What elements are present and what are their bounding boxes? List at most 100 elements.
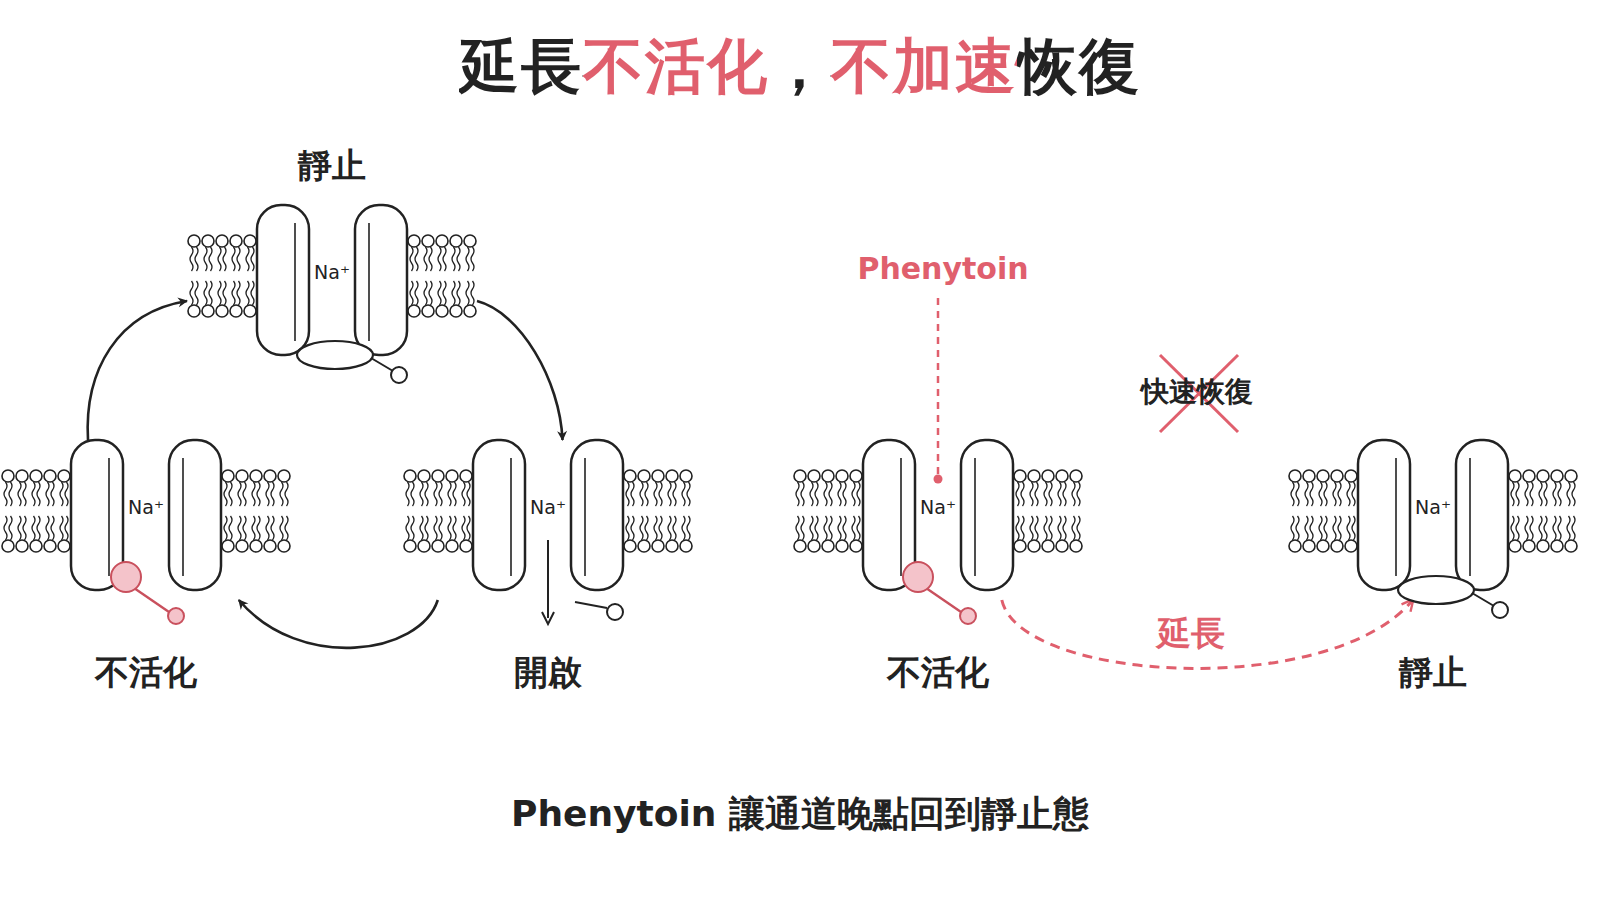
lipid-tail bbox=[852, 482, 855, 506]
lipid-head bbox=[464, 235, 476, 247]
lipid-tail bbox=[429, 281, 432, 305]
lipid-head bbox=[16, 540, 28, 552]
sodium-channel bbox=[1288, 440, 1578, 600]
lipid-tail bbox=[462, 516, 465, 540]
lipid-tail bbox=[425, 482, 428, 506]
sodium-channel bbox=[187, 205, 477, 365]
lipid-tail bbox=[1333, 482, 1336, 506]
sodium-channel bbox=[1, 440, 291, 600]
lipid-tail bbox=[668, 516, 671, 540]
lipid-tail bbox=[438, 247, 441, 271]
lipid-tail bbox=[824, 482, 827, 506]
lipid-tail bbox=[1077, 482, 1080, 506]
lipid-head bbox=[460, 540, 472, 552]
lipid-tail bbox=[4, 516, 7, 540]
lipid-tail bbox=[1352, 516, 1355, 540]
gate-ball bbox=[607, 604, 623, 620]
lipid-head bbox=[1331, 540, 1343, 552]
lipid-head bbox=[450, 235, 462, 247]
ion-label: Na⁺ bbox=[1288, 496, 1578, 519]
lipid-tail bbox=[1072, 482, 1075, 506]
lipid-head bbox=[408, 305, 420, 317]
lipid-tail bbox=[237, 247, 240, 271]
lipid-tail bbox=[243, 482, 246, 506]
lipid-tail bbox=[453, 482, 456, 506]
lipid-tail bbox=[659, 482, 662, 506]
lipid-tail bbox=[626, 482, 629, 506]
lipid-tail bbox=[1296, 482, 1299, 506]
lipid-tail bbox=[1030, 482, 1033, 506]
lipid-head bbox=[1345, 470, 1357, 482]
lipid-tail bbox=[462, 482, 465, 506]
lipid-head bbox=[188, 235, 200, 247]
lipid-tail bbox=[410, 247, 413, 271]
transition-arrow bbox=[1002, 600, 1413, 668]
gate-linker bbox=[1472, 593, 1494, 606]
lipid-tail bbox=[60, 482, 63, 506]
lipid-tail bbox=[190, 247, 193, 271]
lipid-tail bbox=[1035, 482, 1038, 506]
lipid-tail bbox=[60, 516, 63, 540]
lipid-head bbox=[230, 305, 242, 317]
lipid-head bbox=[222, 470, 234, 482]
lipid-tail bbox=[1063, 482, 1066, 506]
sodium-flow-head bbox=[542, 612, 554, 624]
lipid-tail bbox=[857, 516, 860, 540]
lipid-tail bbox=[1058, 482, 1061, 506]
lipid-head bbox=[422, 305, 434, 317]
gate-ball bbox=[1492, 602, 1508, 618]
lipid-tail bbox=[415, 281, 418, 305]
lipid-head bbox=[264, 470, 276, 482]
subunit-inner-edge bbox=[182, 458, 184, 576]
lipid-tail bbox=[467, 516, 470, 540]
subunit-inner-edge bbox=[510, 458, 512, 576]
lipid-head bbox=[188, 305, 200, 317]
lipid-tail bbox=[1044, 516, 1047, 540]
lipid-head bbox=[278, 470, 290, 482]
lipid-tail bbox=[23, 482, 26, 506]
lipid-tail bbox=[438, 281, 441, 305]
lipid-tail bbox=[51, 482, 54, 506]
lipid-tail bbox=[32, 516, 35, 540]
lipid-head bbox=[794, 540, 806, 552]
lipid-head bbox=[44, 540, 56, 552]
channel-subunit bbox=[473, 440, 525, 590]
inactivation-gate bbox=[297, 341, 373, 369]
lipid-tail bbox=[1530, 516, 1533, 540]
lipid-tail bbox=[1558, 516, 1561, 540]
lipid-head bbox=[422, 235, 434, 247]
lipid-head bbox=[624, 470, 636, 482]
lipid-tail bbox=[65, 516, 68, 540]
lipid-tail bbox=[18, 482, 21, 506]
lipid-tail bbox=[266, 482, 269, 506]
diagram-title: 延長不活化，不加速恢復 bbox=[459, 30, 1141, 102]
lipid-tail bbox=[1310, 482, 1313, 506]
lipid-tail bbox=[1516, 482, 1519, 506]
lipid-tail bbox=[1338, 516, 1341, 540]
lipid-tail bbox=[252, 482, 255, 506]
lipid-head bbox=[2, 540, 14, 552]
lipid-head bbox=[250, 470, 262, 482]
lipid-tail bbox=[285, 482, 288, 506]
gate-linker bbox=[575, 602, 607, 608]
lipid-tail bbox=[46, 482, 49, 506]
lipid-head bbox=[836, 540, 848, 552]
lipid-head bbox=[1042, 540, 1054, 552]
lipid-tail bbox=[1558, 482, 1561, 506]
subunit-inner-edge bbox=[368, 223, 370, 341]
lipid-tail bbox=[1324, 516, 1327, 540]
lipid-tail bbox=[406, 516, 409, 540]
lipid-tail bbox=[204, 247, 207, 271]
lipid-tail bbox=[1021, 516, 1024, 540]
state-label: 靜止 bbox=[132, 145, 532, 186]
lipid-tail bbox=[452, 281, 455, 305]
lipid-tail bbox=[424, 247, 427, 271]
lipid-tail bbox=[1319, 482, 1322, 506]
lipid-tail bbox=[810, 482, 813, 506]
lipid-tail bbox=[687, 482, 690, 506]
title-wrap: 延長不活化，不加速恢復 bbox=[0, 30, 1600, 102]
lipid-head bbox=[1345, 540, 1357, 552]
lipid-head bbox=[680, 470, 692, 482]
lipid-head bbox=[404, 540, 416, 552]
